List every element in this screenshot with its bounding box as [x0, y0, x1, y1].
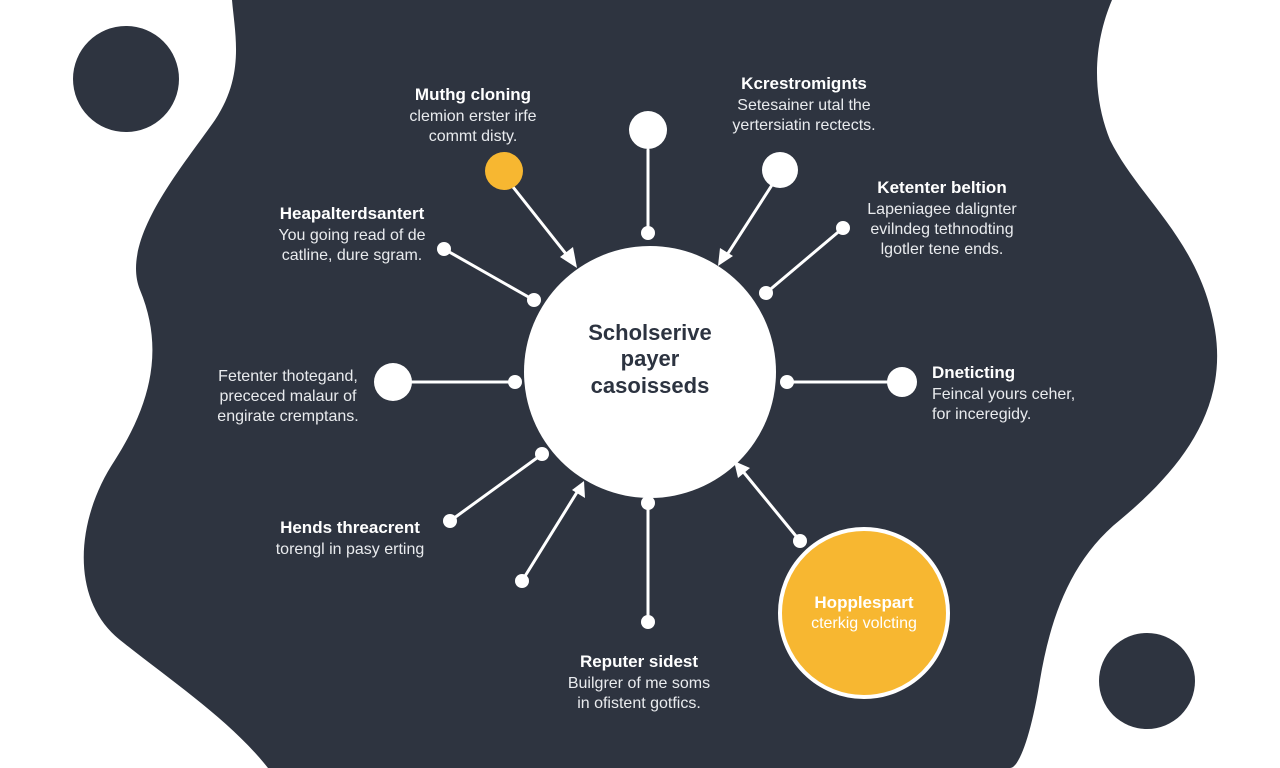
highlight-title: Hopplespart	[814, 593, 914, 612]
node-left-middle	[374, 363, 412, 401]
node-desc: yertersiatin rectects.	[732, 117, 876, 135]
node-desc: in ofistent gotfics.	[577, 695, 701, 713]
connector-top-right	[723, 183, 774, 260]
dot	[527, 293, 541, 307]
center-line: payer	[620, 346, 680, 372]
node-desc: clemion erster irfe	[409, 108, 537, 126]
arrowhead-bottom-right	[734, 461, 750, 478]
center-label: Scholserive payer casoisseds	[525, 320, 775, 399]
node-top	[629, 111, 667, 149]
label-top-right: Kcrestromignts Setesainer utal the yerte…	[716, 73, 892, 136]
node-desc: Feincal yours ceher,	[932, 386, 1076, 404]
node-title: Dneticting	[932, 363, 1016, 382]
highlight-label: Hopplespart cterkig volcting	[778, 592, 950, 635]
dot	[443, 514, 457, 528]
dot	[641, 226, 655, 240]
connector-left-lower-b	[520, 487, 581, 583]
node-desc: lgotler tene ends.	[880, 241, 1004, 259]
dot	[780, 375, 794, 389]
label-left-lower: Hends threacrent torengl in pasy erting	[262, 517, 438, 560]
node-title: Hends threacrent	[280, 518, 420, 537]
node-right-middle	[887, 367, 917, 397]
node-desc: Builgrer of me soms	[567, 675, 711, 693]
connector-top-left	[511, 185, 572, 261]
center-node	[524, 246, 776, 498]
connector-left-upper	[442, 247, 534, 301]
arrowhead-top-right	[718, 248, 733, 266]
node-desc: commt disty.	[428, 128, 518, 146]
node-desc: prececed malaur of	[219, 388, 357, 405]
decor-circle-bottom-right	[1099, 633, 1195, 729]
node-desc: for inceregidy.	[932, 406, 1032, 424]
node-top-left-accent	[485, 152, 523, 190]
label-left-upper: Heapalterdsantert You going read of de c…	[262, 203, 442, 266]
dot	[836, 221, 850, 235]
node-title: Kcrestromignts	[741, 74, 867, 93]
dot	[437, 242, 451, 256]
node-desc: You going read of de	[278, 227, 426, 245]
dot	[793, 534, 807, 548]
node-title: Heapalterdsantert	[279, 204, 425, 223]
center-line: casoisseds	[590, 372, 710, 398]
label-top-left: Muthg cloning clemion erster irfe commt …	[403, 84, 543, 147]
arrowhead-left-lower	[572, 481, 585, 498]
label-right-upper: Ketenter beltion Lapeniagee dalignter ev…	[852, 177, 1032, 260]
dot	[641, 615, 655, 629]
label-bottom: Reputer sidest Builgrer of me soms in of…	[554, 651, 724, 714]
highlight-desc: cterkig volcting	[811, 615, 917, 633]
node-title: Ketenter beltion	[877, 178, 1007, 197]
node-top-right	[762, 152, 798, 188]
node-desc: engirate cremptans.	[217, 408, 359, 425]
decor-circle-top-left	[73, 26, 179, 132]
arrowhead-top-left	[560, 247, 577, 268]
dot	[759, 286, 773, 300]
center-line: Scholserive	[588, 320, 712, 345]
connector-left-lower-a	[448, 453, 543, 523]
label-right-middle: Dneticting Feincal yours ceher, for ince…	[932, 362, 1102, 425]
node-title: Muthg cloning	[414, 85, 532, 104]
node-desc: Fetenter thotegand,	[218, 368, 358, 385]
node-desc: torengl in pasy erting	[275, 541, 425, 559]
connector-bottom-right	[739, 467, 802, 543]
connector-right-upper	[764, 226, 845, 295]
dot	[535, 447, 549, 461]
node-title: Reputer sidest	[579, 652, 699, 671]
node-desc: Setesainer utal the	[737, 97, 871, 115]
node-desc: Lapeniagee dalignter	[867, 201, 1017, 219]
dot	[515, 574, 529, 588]
dot	[508, 375, 522, 389]
label-left-middle: Fetenter thotegand, prececed malaur of e…	[205, 367, 371, 427]
highlight-node	[778, 527, 950, 699]
node-desc: catline, dure sgram.	[281, 247, 423, 265]
dot	[641, 496, 655, 510]
node-desc: evilndeg tethnodting	[870, 221, 1014, 239]
